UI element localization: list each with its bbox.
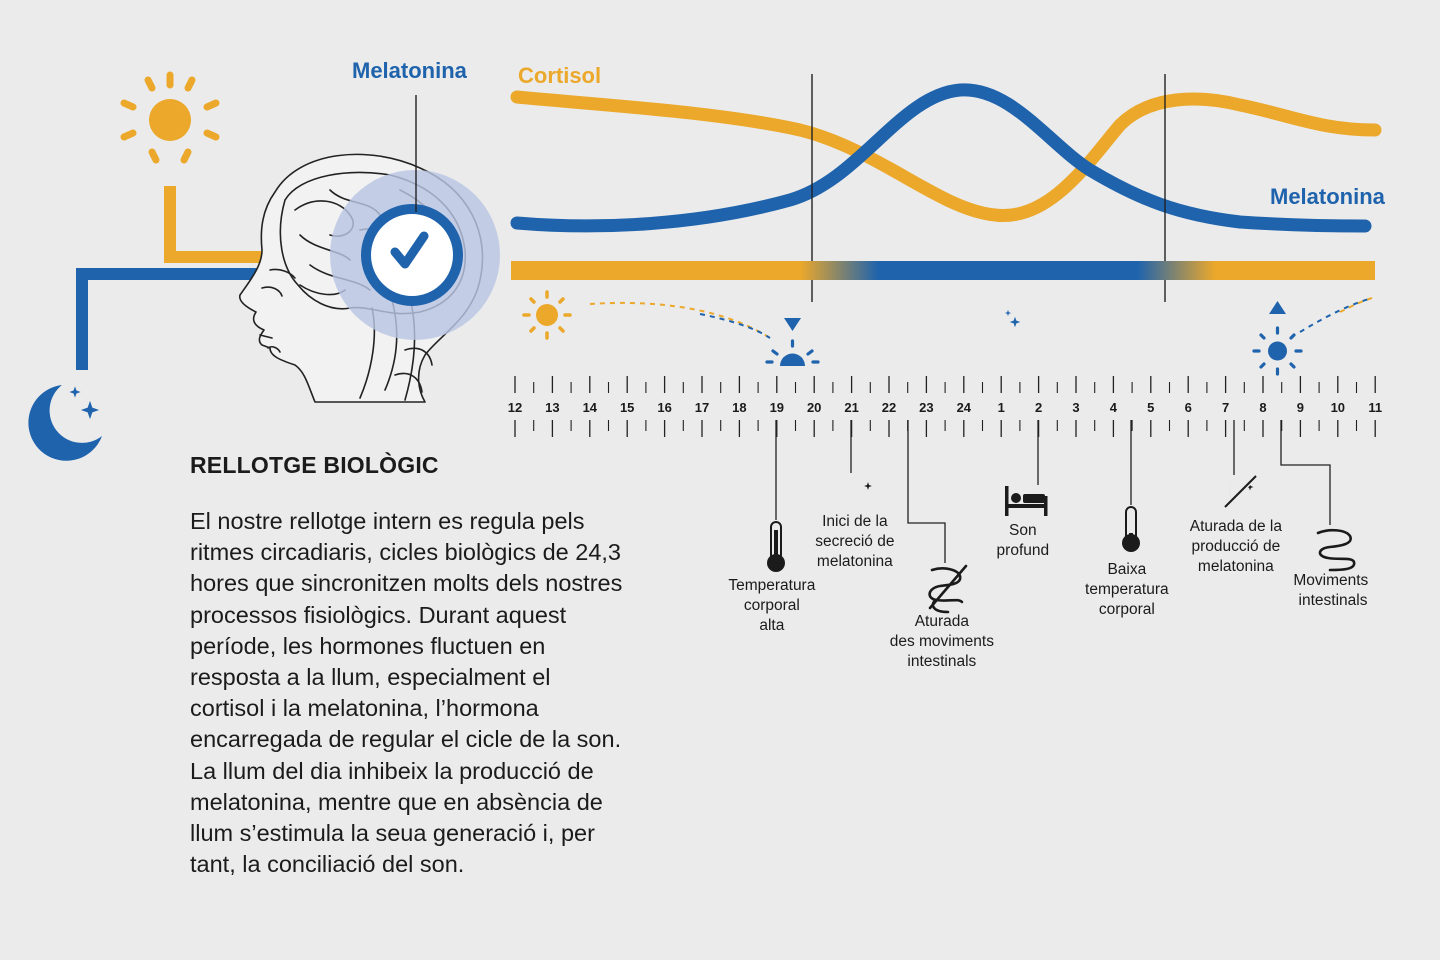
hour-label: 11 — [1368, 400, 1382, 415]
sunrise-icon — [1252, 301, 1303, 376]
small-sun-icon — [522, 290, 572, 340]
clock-check-icon — [361, 204, 463, 306]
sunset-icon — [765, 318, 820, 366]
event-label: melatonina — [1198, 558, 1274, 575]
day-night-bar — [511, 261, 1375, 280]
event-label: intestinals — [907, 653, 976, 670]
event-label: Temperatura — [728, 577, 815, 594]
hour-label: 18 — [732, 400, 746, 415]
event-label: producció de — [1191, 538, 1280, 555]
thermometer-high-icon — [767, 521, 785, 572]
hour-label: 6 — [1185, 400, 1192, 415]
event-label: corporal — [744, 597, 800, 614]
hour-label: 19 — [770, 400, 784, 415]
hour-label: 14 — [583, 400, 598, 415]
hour-label: 13 — [545, 400, 559, 415]
hour-label: 5 — [1147, 400, 1154, 415]
event-label: secreció de — [815, 533, 894, 550]
event-label: Son — [1009, 522, 1037, 539]
event-label: corporal — [1099, 601, 1155, 618]
intestine-icon — [1316, 528, 1356, 572]
melatonina-head-label: Melatonina — [352, 58, 468, 83]
cortisol-curve — [510, 90, 1382, 222]
event-label: Aturada — [915, 613, 970, 630]
hour-label: 8 — [1259, 400, 1266, 415]
hour-label: 3 — [1072, 400, 1079, 415]
event-label: des moviments — [890, 633, 994, 650]
sunset-arc — [589, 301, 771, 339]
sunset-arc-blue — [699, 313, 771, 339]
hour-label: 1 — [998, 400, 1005, 415]
intestine-stop-icon — [928, 564, 968, 614]
hour-label: 17 — [695, 400, 709, 415]
event-label: Inici de la — [822, 513, 888, 530]
info-body: El nostre rellotge intern es regula pels… — [190, 508, 623, 878]
hour-label: 22 — [882, 400, 896, 415]
sunrise-arc — [1299, 297, 1373, 333]
event-leaders — [775, 420, 1331, 563]
bed-icon — [1005, 486, 1048, 516]
event-label: Baixa — [1107, 561, 1146, 578]
hour-label: 15 — [620, 400, 634, 415]
info-title: RELLOTGE BIOLÒGIC — [190, 452, 439, 478]
hour-label: 10 — [1331, 400, 1345, 415]
sun-icon — [120, 71, 220, 164]
thermometer-low-icon — [1122, 506, 1140, 552]
sunrise-arc-orange — [1339, 297, 1373, 313]
event-label: melatonina — [817, 553, 893, 570]
cortisol-label: Cortisol — [518, 63, 601, 88]
hour-label: 4 — [1110, 400, 1118, 415]
svg-text:Temperatura corporal a: Temperatura corporal alta Inici de la se… — [728, 513, 1372, 670]
hour-label: 24 — [957, 400, 972, 415]
event-label: Aturada de la — [1190, 518, 1283, 535]
hour-label: 23 — [919, 400, 933, 415]
hour-label: 2 — [1035, 400, 1042, 415]
melatonina-curve — [510, 83, 1372, 233]
moon-stars-icon — [28, 385, 102, 461]
moon-stars-icon-small — [847, 476, 873, 506]
hour-label: 20 — [807, 400, 821, 415]
hour-label: 9 — [1297, 400, 1304, 415]
event-label: alta — [759, 617, 784, 634]
event-label: intestinals — [1299, 592, 1368, 609]
melatonina-curve-label: Melatonina — [1270, 184, 1386, 209]
moon-crossed-icon — [1224, 474, 1258, 508]
event-label: profund — [997, 542, 1050, 559]
night-moon-icon — [990, 309, 1023, 348]
hour-label: 16 — [657, 400, 671, 415]
event-label: Moviments — [1293, 572, 1368, 589]
event-label: temperatura — [1085, 581, 1169, 598]
hour-label: 21 — [844, 400, 858, 415]
hour-label: 7 — [1222, 400, 1229, 415]
hour-label: 12 — [508, 400, 522, 415]
